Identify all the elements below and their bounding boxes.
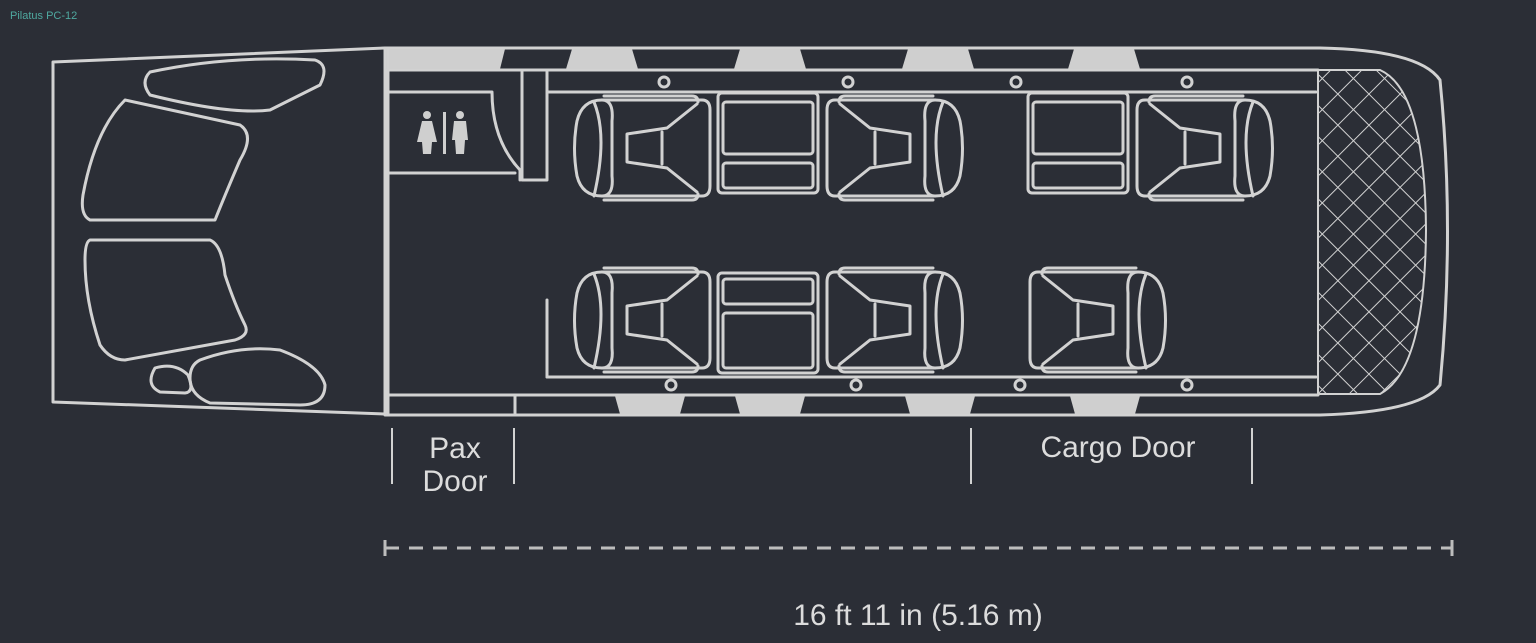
pax-door-label-2: Door (422, 465, 487, 498)
cargo-net (1317, 69, 1428, 395)
aircraft-title: Pilatus PC-12 (10, 10, 78, 22)
windows-bottom (615, 396, 1140, 414)
overhead-lights (657, 75, 1194, 392)
tables (716, 91, 1130, 375)
fuselage-outline (383, 46, 1449, 417)
door-markers (391, 428, 1253, 484)
windows-top (386, 49, 1140, 69)
cockpit-outline (51, 46, 387, 416)
restroom-icon (417, 111, 468, 154)
pax-door-label: Pax (429, 432, 481, 465)
cabin-length-label: 16 ft 11 in (5.16 m) (793, 599, 1043, 632)
cargo-door-label: Cargo Door (1040, 431, 1195, 464)
